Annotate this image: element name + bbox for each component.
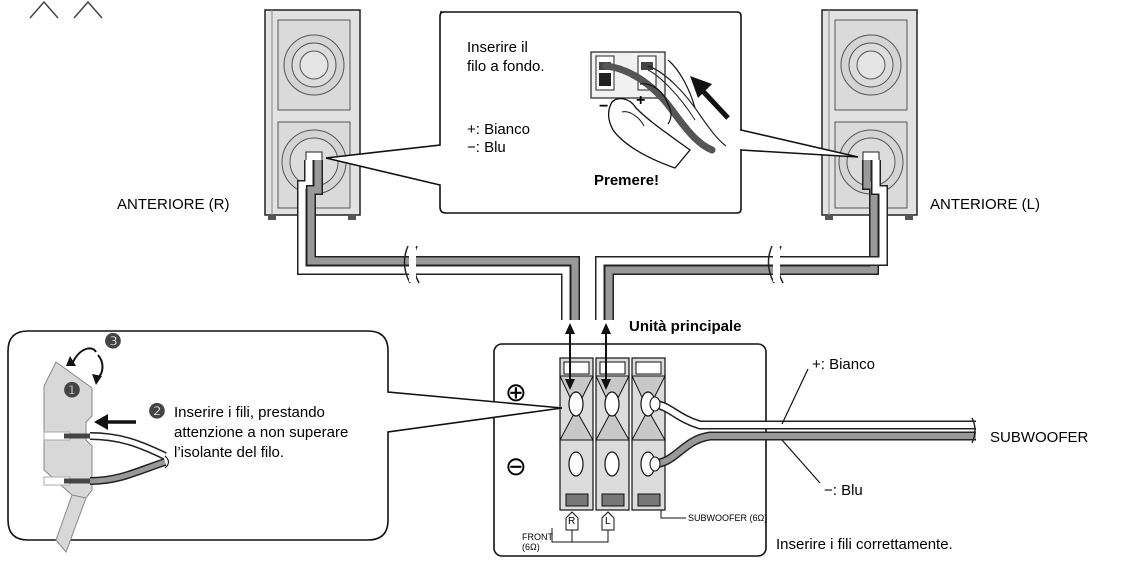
top-instruction-line2: filo a fondo. bbox=[467, 58, 545, 75]
speaker-terminal-illustration bbox=[590, 51, 727, 169]
corner-fragment-icon bbox=[73, 0, 103, 19]
top-callout-bubble bbox=[325, 11, 742, 214]
subwoofer-terminal-label: SUBWOOFER (6Ω) bbox=[688, 513, 768, 523]
front-terminal-label-line1: FRONT bbox=[522, 532, 553, 542]
top-minus-label: −: Blu bbox=[467, 139, 506, 156]
top-plus-label: +: Bianco bbox=[467, 121, 530, 138]
subwoofer-plus-leader bbox=[781, 368, 809, 425]
left-instruction-line3: l’isolante del filo. bbox=[174, 444, 285, 461]
front-terminal-labels bbox=[551, 510, 686, 543]
front-left-label: ANTERIORE (L) bbox=[930, 196, 1041, 213]
front-terminal-label-line2: (6Ω) bbox=[522, 542, 540, 552]
subwoofer-wire bbox=[649, 396, 976, 472]
insert-direction-arrow-icon bbox=[690, 76, 730, 120]
insert-wires-arrow-icon bbox=[94, 414, 136, 430]
wire-insertion-illustration bbox=[43, 361, 170, 553]
lever-rotate-arrows bbox=[66, 347, 104, 385]
left-instruction-line1: Inserire i fili, prestando bbox=[174, 404, 325, 421]
step-1-badge: ❶ bbox=[63, 380, 81, 402]
top-instruction-line1: Inserire il bbox=[467, 39, 528, 56]
plus-terminal-symbol: ⊕ bbox=[505, 377, 527, 407]
left-callout-bubble bbox=[7, 330, 563, 541]
main-unit-title: Unità principale bbox=[629, 318, 742, 335]
top-callout-pointer bbox=[740, 129, 859, 158]
main-unit-panel bbox=[493, 343, 767, 557]
subwoofer-minus-leader bbox=[781, 439, 821, 484]
footer-note: Inserire i fili correttamente. bbox=[776, 536, 953, 553]
front-left-speaker-wire bbox=[595, 160, 888, 320]
corner-fragment-icon bbox=[29, 0, 59, 19]
front-right-label: ANTERIORE (R) bbox=[117, 196, 230, 213]
left-instruction-line2: attenzione a non superare bbox=[174, 424, 349, 441]
terminal-minus-sign: − bbox=[599, 98, 609, 115]
front-right-speaker-wire bbox=[297, 160, 580, 320]
step-3-badge: ❸ bbox=[104, 331, 122, 353]
terminal-plus-sign: + bbox=[636, 92, 646, 109]
front-l-mark: L bbox=[605, 516, 611, 527]
step-2-badge: ❷ bbox=[148, 401, 166, 423]
minus-terminal-symbol: ⊖ bbox=[505, 451, 527, 481]
terminal-block bbox=[559, 357, 666, 511]
subwoofer-plus-label: +: Bianco bbox=[812, 356, 875, 373]
press-label: Premere! bbox=[594, 172, 660, 189]
subwoofer-minus-label: −: Blu bbox=[824, 482, 863, 499]
front-r-mark: R bbox=[568, 516, 576, 527]
subwoofer-label: SUBWOOFER bbox=[990, 429, 1089, 446]
wire-insert-arrows bbox=[565, 323, 611, 390]
